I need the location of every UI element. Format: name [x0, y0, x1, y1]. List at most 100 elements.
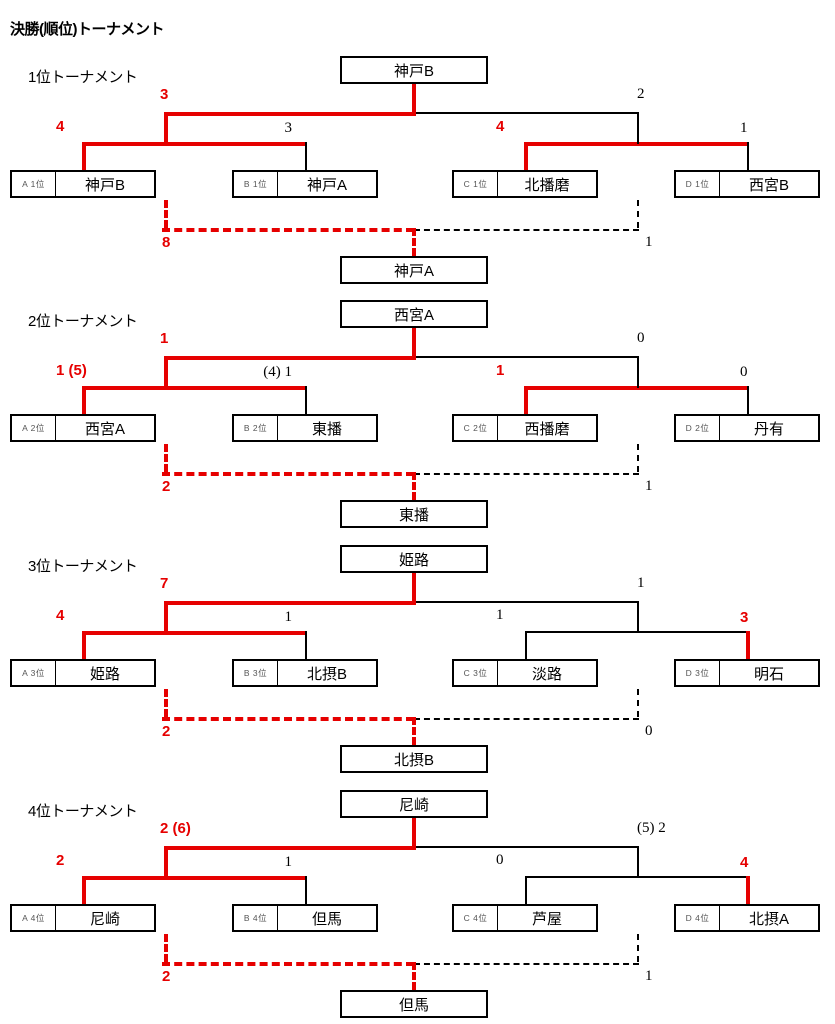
- playoff-leg-right: [637, 444, 639, 472]
- team-name: 西播磨: [524, 420, 570, 438]
- score-sf-right-b: 4: [740, 854, 749, 871]
- semifinal-right-leg-a: [525, 631, 527, 659]
- score-playoff-left: 2: [162, 723, 171, 740]
- team-seed: B 4位: [234, 906, 278, 930]
- team-seed: C 4位: [454, 906, 498, 930]
- team-seed: C 1位: [454, 172, 498, 196]
- team-seed: D 4位: [676, 906, 720, 930]
- section-title: 1位トーナメント: [28, 69, 138, 86]
- champion-box: 尼崎: [340, 790, 488, 818]
- final-rail-left: [166, 601, 414, 605]
- team-name: 北播磨: [524, 176, 570, 194]
- semifinal-right-leg-a: [524, 386, 528, 414]
- team-name: 西宮B: [748, 176, 789, 194]
- semifinal-left-rail: [84, 386, 306, 390]
- team-name: 丹有: [753, 420, 784, 438]
- team-name: 神戸A: [306, 176, 347, 194]
- team-seed: A 2位: [12, 416, 56, 440]
- team-seed: D 3位: [676, 661, 720, 685]
- playoff-leg-left: [164, 444, 168, 472]
- team-box: B 4位但馬: [232, 904, 378, 932]
- semifinal-right-rail: [526, 386, 748, 390]
- team-seed: D 1位: [676, 172, 720, 196]
- playoff-rail-right: [414, 473, 639, 475]
- team-box: A 1位神戸B: [10, 170, 156, 198]
- playoff-winner-drop-line: [412, 228, 416, 256]
- score-final-left: 7: [160, 575, 169, 592]
- champion-drop-line: [412, 84, 416, 116]
- score-playoff-right: 1: [645, 234, 653, 250]
- score-final-right: 2: [637, 86, 645, 102]
- semifinal-left-rail: [84, 876, 306, 880]
- semifinal-left-leg-b: [305, 386, 307, 414]
- final-leg-right: [637, 356, 639, 388]
- team-box: C 4位 芦屋: [452, 904, 598, 932]
- score-final-right: (5) 2: [637, 820, 666, 836]
- semifinal-left-leg-b: [305, 142, 307, 170]
- score-playoff-right: 1: [645, 478, 653, 494]
- score-playoff-left: 2: [162, 968, 171, 985]
- team-seed: B 1位: [234, 172, 278, 196]
- section-title: 4位トーナメント: [28, 803, 138, 820]
- final-rail-left: [166, 356, 414, 360]
- score-sf-right-b: 3: [740, 609, 749, 626]
- semifinal-left-leg-b: [305, 631, 307, 659]
- final-leg-left: [164, 112, 168, 146]
- team-seed: B 3位: [234, 661, 278, 685]
- semifinal-left-leg-a: [82, 142, 86, 170]
- final-rail-left: [166, 846, 414, 850]
- team-name: 尼崎: [89, 910, 120, 928]
- page-title: 決勝(順位)トーナメント: [10, 21, 165, 38]
- team-box: C 2位西播磨: [452, 414, 598, 442]
- team-seed: A 1位: [12, 172, 56, 196]
- score-sf-left-b: 1: [284, 609, 293, 625]
- playoff-rail-left: [162, 717, 414, 721]
- score-sf-right-b: 0: [740, 364, 748, 380]
- score-sf-right-b: 1: [740, 120, 748, 136]
- final-rail-right: [414, 601, 638, 603]
- team-name: 姫路: [89, 665, 120, 683]
- playoff-leg-right: [637, 934, 639, 962]
- team-box: D 3位明石: [674, 659, 820, 687]
- team-box: D 1位 西宮B: [674, 170, 820, 198]
- playoff-rail-left: [162, 472, 414, 476]
- score-sf-right-a: 0: [496, 852, 504, 868]
- score-playoff-left: 8: [162, 234, 171, 251]
- playoff-leg-right: [637, 200, 639, 228]
- champion-box: 神戸B: [340, 56, 488, 84]
- playoff-rail-right: [414, 229, 639, 231]
- playoff-winner-drop-line: [412, 962, 416, 990]
- score-final-right: 1: [637, 575, 645, 591]
- final-rail-left: [166, 112, 414, 116]
- team-box: B 1位 神戸A: [232, 170, 378, 198]
- team-box: D 4位北摂A: [674, 904, 820, 932]
- score-final-left: 1: [160, 330, 169, 347]
- semifinal-right-rail: [526, 142, 748, 146]
- final-leg-left: [164, 356, 168, 390]
- score-final-right: 0: [637, 330, 645, 346]
- semifinal-right-leg-a: [524, 142, 528, 170]
- score-sf-left-a: 4: [56, 607, 65, 624]
- playoff-leg-left: [164, 689, 168, 717]
- playoff-rail-right: [414, 963, 639, 965]
- section-title: 2位トーナメント: [28, 313, 138, 330]
- score-playoff-left: 2: [162, 478, 171, 495]
- playoff-winner-box: 神戸A: [340, 256, 488, 284]
- semifinal-right-leg-b: [747, 386, 749, 414]
- playoff-winner-drop-line: [412, 472, 416, 500]
- playoff-winner-drop-line: [412, 717, 416, 745]
- score-sf-left-b: 1: [284, 854, 293, 870]
- team-seed: C 3位: [454, 661, 498, 685]
- team-box: B 3位北摂B: [232, 659, 378, 687]
- semifinal-left-rail: [84, 142, 306, 146]
- team-box: A 4位尼崎: [10, 904, 156, 932]
- team-box: C 3位淡路: [452, 659, 598, 687]
- champion-drop-line: [412, 818, 416, 850]
- playoff-rail-right: [414, 718, 639, 720]
- team-name: 芦屋: [531, 910, 562, 928]
- final-leg-right: [637, 112, 639, 144]
- score-sf-left-a: 4: [56, 118, 65, 135]
- playoff-winner-box: 東播: [340, 500, 488, 528]
- playoff-leg-left: [164, 934, 168, 962]
- semifinal-left-rail: [84, 631, 306, 635]
